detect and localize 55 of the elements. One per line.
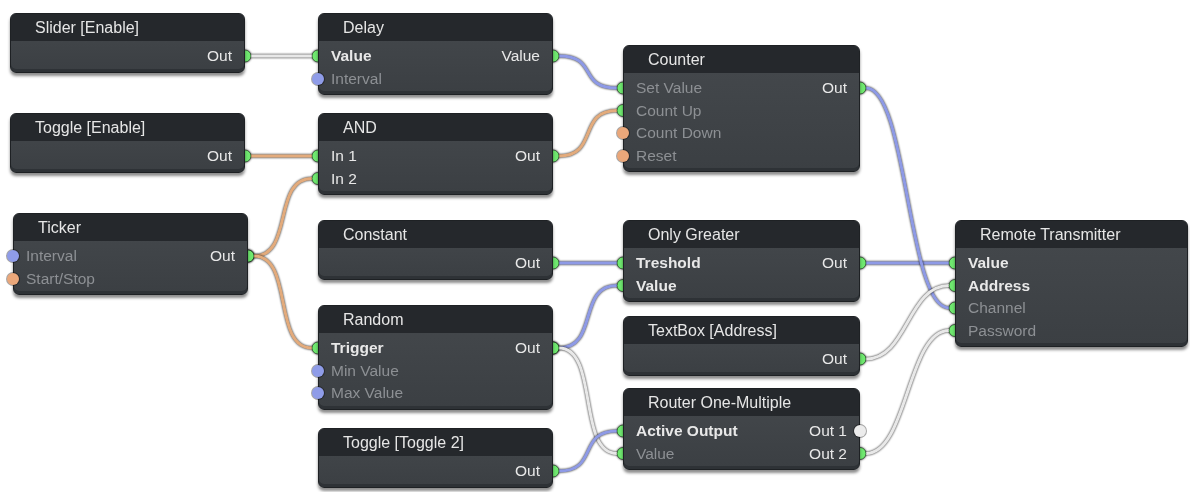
input-port: Max Value [312, 382, 404, 404]
node-title: Only Greater [624, 221, 859, 248]
output-port: Out [210, 245, 254, 267]
input-port: In 2 [312, 167, 357, 190]
output-port: Out [515, 145, 559, 167]
node-title: Slider [Enable] [11, 14, 244, 41]
input-port: Trigger [312, 337, 384, 359]
input-port: Count Up [617, 99, 702, 122]
node-title: Counter [624, 46, 859, 73]
node-title: TextBox [Address] [624, 317, 859, 344]
node-title: AND [319, 114, 552, 141]
node-title: Toggle [Enable] [11, 114, 244, 141]
output-port: Out [822, 252, 866, 274]
node-block [10, 113, 245, 173]
output-port: Out [515, 252, 559, 274]
output-port: Out [822, 348, 866, 370]
node-block [318, 113, 553, 195]
node-title: Constant [319, 221, 552, 248]
input-port: Start/Stop [7, 267, 95, 290]
input-port: Address [949, 274, 1031, 297]
input-port: Count Down [617, 122, 722, 144]
node-title: Ticker [14, 214, 247, 241]
node-block [10, 13, 245, 73]
node-title: Delay [319, 14, 552, 41]
input-port: Password [949, 319, 1037, 342]
node-title: Remote Transmitter [956, 221, 1187, 248]
node-title: Random [319, 306, 552, 333]
node-title: Router One-Multiple [624, 389, 859, 416]
input-port: Interval [7, 245, 77, 267]
input-port: In 1 [312, 145, 357, 167]
output-port: Out 2 [809, 442, 866, 465]
node-title: Toggle [Toggle 2] [319, 429, 552, 456]
output-port: Out [207, 145, 251, 167]
input-port: Value [949, 252, 1009, 274]
output-port: Out [207, 45, 251, 67]
output-port: Out [822, 77, 866, 99]
output-port: Value [501, 45, 559, 67]
input-port: Channel [949, 297, 1026, 319]
output-port: Out [515, 460, 559, 482]
input-port: Value [617, 442, 675, 465]
output-port: Out 1 [809, 420, 866, 442]
input-port: Value [312, 45, 372, 67]
input-port: Treshold [617, 252, 701, 274]
node-block [318, 220, 553, 280]
node-block [955, 220, 1188, 347]
node-block [318, 428, 553, 488]
input-port: Interval [312, 67, 382, 90]
node-block [623, 220, 860, 302]
output-port: Out [515, 337, 559, 359]
input-port: Value [617, 274, 677, 297]
input-port: Min Value [312, 359, 399, 382]
input-port: Set Value [617, 77, 703, 99]
input-port: Reset [617, 144, 677, 167]
node-block [623, 316, 860, 376]
input-port: Active Output [617, 420, 738, 442]
